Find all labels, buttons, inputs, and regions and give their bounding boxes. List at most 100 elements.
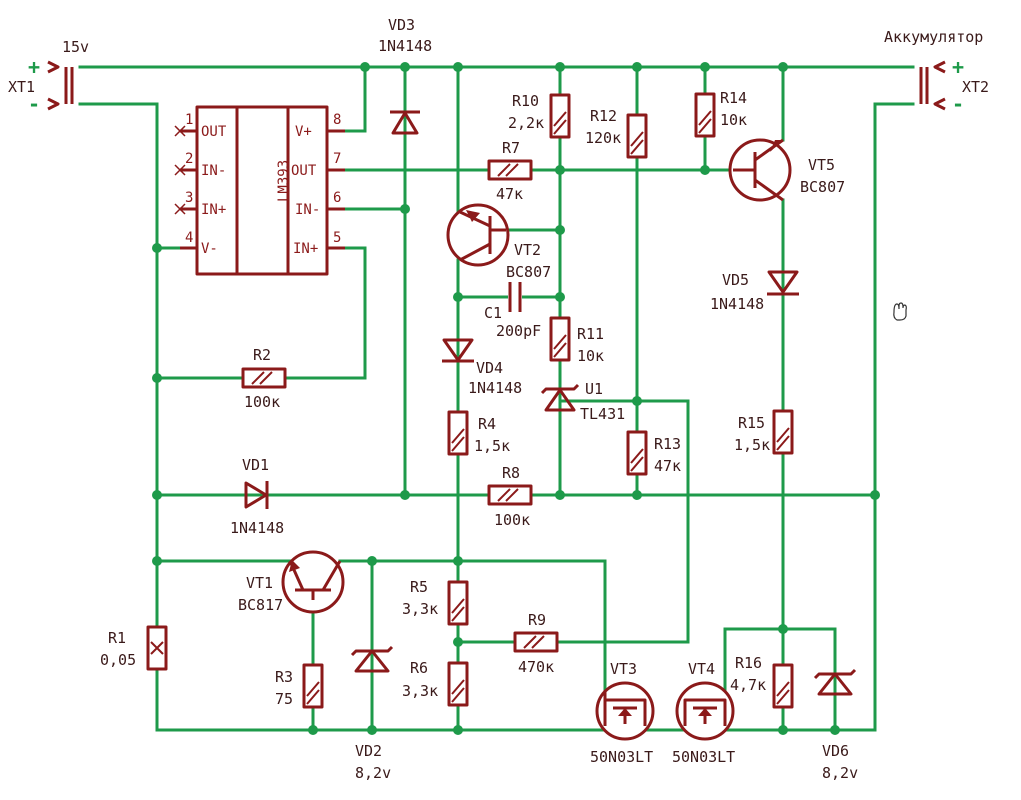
ic-pin8-label: V+	[295, 124, 312, 140]
r3-value: 75	[275, 690, 293, 708]
diode-vd3: VD3 1N4148	[378, 16, 432, 135]
r5-name: R5	[410, 578, 428, 596]
xt1-label: XT1	[8, 78, 35, 96]
transistor-vt5: VT5 BC807	[728, 138, 845, 202]
r9-name: R9	[528, 611, 546, 629]
vt5-name: VT5	[808, 156, 835, 174]
ic-pin1-num: 1	[185, 112, 193, 128]
ic-pin5-label: IN+	[293, 241, 318, 257]
r14-value: 10к	[720, 111, 747, 129]
r1-name: R1	[108, 629, 126, 647]
diode-vd4: VD4 1N4148	[442, 338, 522, 397]
vd2-value: 8,2v	[355, 764, 391, 782]
r2-name: R2	[253, 346, 271, 364]
zener-vd2: VD2 8,2v	[350, 645, 394, 782]
r4-value: 1,5к	[474, 437, 510, 455]
xt2-battery-label: Аккумулятор	[884, 28, 983, 46]
resistor-r15: R15 1,5к	[734, 409, 794, 455]
transistor-vt4: VT4 50N03LT	[672, 660, 735, 766]
u1-name: U1	[585, 380, 603, 398]
r8-value: 100к	[494, 511, 530, 529]
ic-pin7-label: OUT	[291, 163, 317, 179]
connector-xt1: XT1 15v + -	[8, 38, 89, 116]
r5-value: 3,3к	[402, 600, 438, 618]
vd2-name: VD2	[355, 742, 382, 760]
resistor-r2: R2 100к	[241, 346, 287, 411]
r12-name: R12	[590, 107, 617, 125]
regulator-u1: U1 TL431	[540, 380, 625, 423]
r12-value: 120к	[585, 129, 621, 147]
r10-value: 2,2к	[508, 114, 544, 132]
vt1-value: BC817	[238, 596, 283, 614]
ic-name: LM393	[276, 160, 292, 202]
vt2-name: VT2	[514, 241, 541, 259]
transistor-vt3: VT3 50N03LT	[590, 660, 655, 766]
ic-pin1-label: OUT	[201, 124, 227, 140]
resistor-r8: R8 100к	[487, 464, 533, 529]
vd1-name: VD1	[242, 456, 269, 474]
r7-value: 47к	[496, 185, 523, 203]
xt2-minus: -	[952, 92, 964, 116]
c1-name: C1	[484, 304, 502, 322]
vt1-name: VT1	[246, 574, 273, 592]
capacitor-c1: C1 200pF	[484, 282, 541, 340]
resistor-r9: R9 470к	[513, 611, 559, 676]
vd4-name: VD4	[476, 359, 503, 377]
r13-value: 47к	[654, 457, 681, 475]
ic-pin3-num: 3	[185, 190, 193, 206]
xt1-voltage: 15v	[62, 38, 89, 56]
transistor-vt2: VT2 BC807	[446, 203, 551, 281]
ic-pin6-num: 6	[333, 190, 341, 206]
ic-pin4-label: V-	[201, 241, 218, 257]
xt2-plus: +	[952, 55, 964, 79]
vd1-value: 1N4148	[230, 519, 284, 537]
r6-value: 3,3к	[402, 682, 438, 700]
vd6-name: VD6	[822, 742, 849, 760]
r14-name: R14	[720, 89, 747, 107]
vt3-value: 50N03LT	[590, 748, 653, 766]
vt4-name: VT4	[688, 660, 715, 678]
xt2-label: XT2	[962, 78, 989, 96]
resistor-r6: R6 3,3к	[402, 659, 469, 707]
vd3-value: 1N4148	[378, 37, 432, 55]
resistor-r10: R10 2,2к	[508, 92, 571, 139]
ic-pin4-num: 4	[185, 230, 193, 246]
resistor-r14: R14 10к	[694, 89, 747, 138]
r13-name: R13	[654, 435, 681, 453]
r2-value: 100к	[244, 393, 280, 411]
r16-name: R16	[735, 654, 762, 672]
u1-value: TL431	[580, 405, 625, 423]
xt1-minus: -	[28, 92, 40, 116]
vd5-name: VD5	[722, 271, 749, 289]
resistor-r5: R5 3,3к	[402, 578, 469, 626]
r6-name: R6	[410, 659, 428, 677]
diode-vd1: VD1 1N4148	[230, 456, 284, 537]
ic-pin2-label: IN-	[201, 163, 226, 179]
r9-value: 470к	[518, 658, 554, 676]
r11-name: R11	[577, 325, 604, 343]
resistor-r1: R1 0,05	[100, 625, 168, 671]
ic-lm393: LM393 OUT IN- IN+ V- V+ OUT IN- IN+ 1 2 …	[174, 105, 345, 276]
ic-pin7-num: 7	[333, 151, 341, 167]
r4-name: R4	[478, 415, 496, 433]
resistor-r4: R4 1,5к	[447, 410, 510, 456]
ic-pin8-num: 8	[333, 112, 341, 128]
r11-value: 10к	[577, 347, 604, 365]
ic-pin6-label: IN-	[295, 202, 320, 218]
vd3-name: VD3	[388, 16, 415, 34]
r8-name: R8	[502, 464, 520, 482]
ic-pin5-num: 5	[333, 230, 341, 246]
xt1-plus: +	[28, 55, 40, 79]
connector-xt2: XT2 Аккумулятор + -	[884, 28, 989, 116]
r7-name: R7	[502, 139, 520, 157]
junction-dots	[152, 62, 880, 735]
vd5-value: 1N4148	[710, 295, 764, 313]
resistor-r7: R7 47к	[487, 139, 533, 203]
r16-value: 4,7к	[730, 676, 766, 694]
r3-name: R3	[275, 668, 293, 686]
r1-value: 0,05	[100, 651, 136, 669]
diode-vd5: VD5 1N4148	[710, 270, 799, 313]
ic-pin3-label: IN+	[201, 202, 226, 218]
